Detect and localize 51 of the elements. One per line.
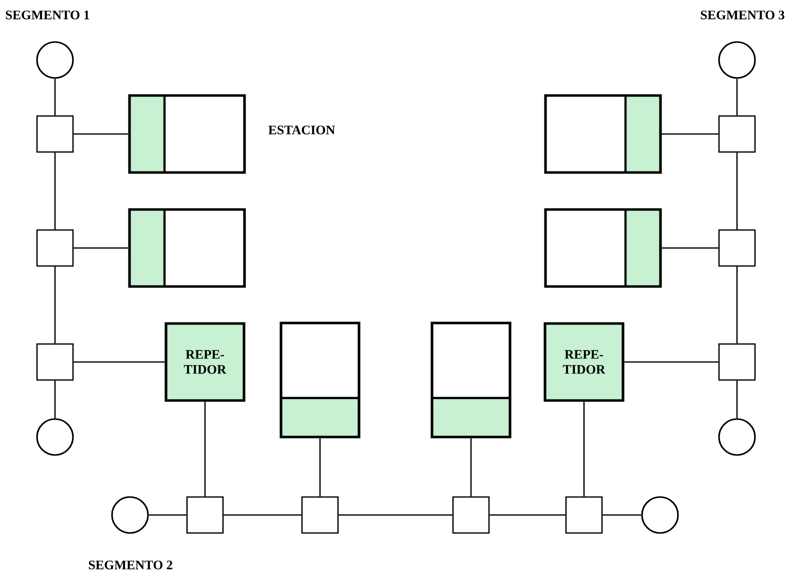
transceiver-box [452, 496, 490, 534]
transceiver-box [36, 343, 74, 381]
cable-line [662, 133, 718, 135]
cable-line [624, 361, 718, 363]
transceiver-box [718, 115, 756, 153]
transceiver-box [718, 343, 756, 381]
terminator-circle [36, 418, 74, 456]
repeater-box: REPE- TIDOR [164, 322, 246, 402]
segment-label: SEGMENTO 1 [6, 10, 90, 20]
segment-label: SEGMENTO 3 [700, 10, 784, 20]
cable-line [54, 152, 56, 230]
cable-line [602, 514, 642, 516]
cable-line [148, 514, 186, 516]
cable-line [54, 78, 56, 116]
segment-label: SEGMENTO 2 [88, 560, 172, 570]
terminator-circle [718, 418, 756, 456]
cable-line [736, 152, 738, 230]
cable-line [583, 402, 585, 496]
transceiver-box [186, 496, 224, 534]
cable-line [319, 438, 321, 496]
station-box [280, 322, 360, 438]
station-box [128, 94, 246, 174]
cable-line [470, 438, 472, 496]
terminator-circle [641, 496, 679, 534]
cable-line [736, 266, 738, 344]
cable-line [338, 514, 452, 516]
terminator-circle [111, 496, 149, 534]
cable-line [74, 361, 165, 363]
terminator-circle [718, 41, 756, 79]
transceiver-box [718, 229, 756, 267]
cable-line [662, 247, 718, 249]
station-box [544, 94, 662, 174]
station-box [430, 322, 512, 438]
station-label: ESTACION [268, 126, 335, 134]
station-box [544, 208, 662, 288]
transceiver-box [301, 496, 339, 534]
repeater-box: REPE- TIDOR [544, 322, 624, 402]
cable-line [74, 133, 128, 135]
cable-line [736, 78, 738, 116]
station-box [128, 208, 246, 288]
transceiver-box [36, 115, 74, 153]
cable-line [736, 380, 738, 418]
cable-line [54, 266, 56, 344]
terminator-circle [36, 41, 74, 79]
cable-line [204, 402, 206, 496]
transceiver-box [36, 229, 74, 267]
cable-line [74, 247, 128, 249]
cable-line [490, 514, 566, 516]
cable-line [54, 380, 56, 418]
transceiver-box [565, 496, 603, 534]
cable-line [224, 514, 302, 516]
